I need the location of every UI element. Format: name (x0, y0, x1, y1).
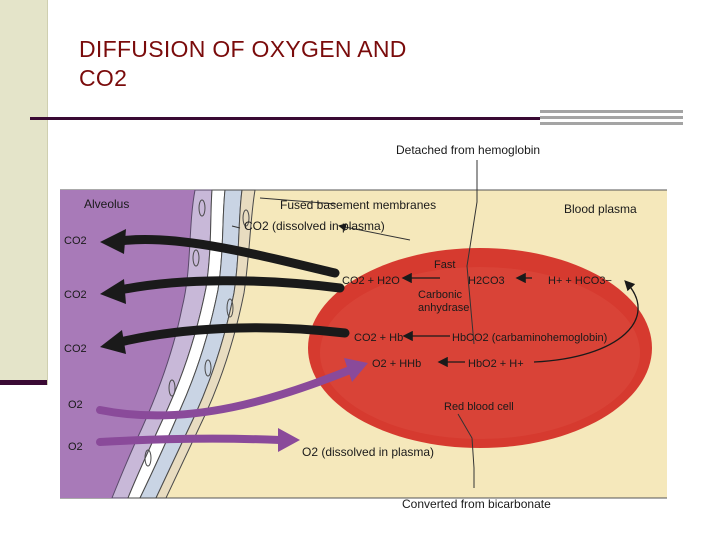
label-detached-from-hemoglobin: Detached from hemoglobin (396, 143, 540, 157)
equation-hbco2: HbCO2 (carbaminohemoglobin) (452, 332, 607, 344)
left-o2-label-2: O2 (68, 441, 83, 453)
slide-title-line-1: DIFFUSION OF OXYGEN AND (79, 36, 407, 62)
left-co2-label-1: CO2 (64, 235, 87, 247)
label-fast: Fast (434, 259, 455, 271)
equation-o2-hhb: O2 + HHb (372, 358, 421, 370)
slide-left-bar-edge (47, 0, 48, 385)
title-divider-accent (540, 110, 683, 126)
slide-left-bar-accent (0, 380, 47, 385)
co2-arrow-head-2 (100, 279, 126, 304)
left-o2-label-1: O2 (68, 399, 83, 411)
equation-h-hco3: H+ + HCO3− (548, 275, 612, 287)
label-o2-dissolved: O2 (dissolved in plasma) (302, 445, 434, 459)
label-alveolus: Alveolus (84, 197, 129, 211)
equation-h2co3: H2CO3 (468, 275, 505, 287)
label-co2-dissolved: CO2 (dissolved in plasma) (244, 219, 385, 233)
co2-arrow-head-1 (100, 229, 126, 254)
equation-co2-h2o: CO2 + H2O (342, 275, 400, 287)
o2-arrow-head-2 (278, 428, 300, 452)
slide-title-line-2: CO2 (79, 65, 128, 91)
o2-arrow-head-1 (344, 358, 368, 382)
co2-arrow-head-3 (100, 330, 126, 354)
title-divider (30, 117, 540, 120)
left-co2-label-3: CO2 (64, 343, 87, 355)
gas-exchange-diagram: Detached from hemoglobin Alveolus Fused … (60, 138, 667, 511)
slide-title: DIFFUSION OF OXYGEN AND CO2 (79, 35, 519, 93)
label-converted-from-bicarbonate: Converted from bicarbonate (402, 497, 551, 508)
equation-co2-hb: CO2 + Hb (354, 332, 403, 344)
label-blood-plasma: Blood plasma (564, 202, 637, 216)
label-anhydrase: anhydrase (418, 302, 469, 314)
label-carbonic: Carbonic (418, 289, 463, 301)
label-red-blood-cell: Red blood cell (444, 401, 514, 413)
equation-hbo2-h: HbO2 + H+ (468, 358, 524, 370)
slide-left-bar (0, 0, 47, 385)
left-co2-label-2: CO2 (64, 289, 87, 301)
label-fused-basement-membranes: Fused basement membranes (280, 198, 436, 212)
